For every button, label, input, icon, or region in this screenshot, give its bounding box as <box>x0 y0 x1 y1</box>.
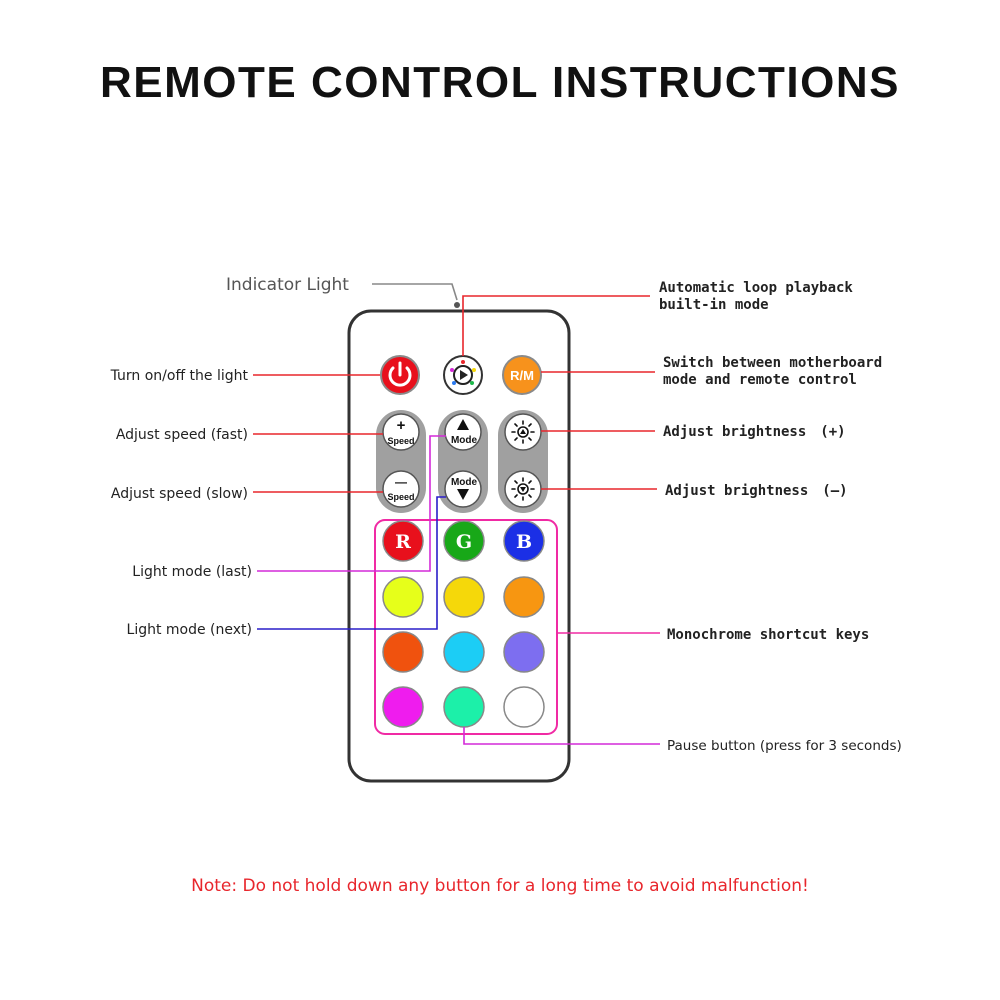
page-title: REMOTE CONTROL INSTRUCTIONS <box>100 58 900 107</box>
blue-key[interactable]: B <box>503 520 545 562</box>
pause-leader <box>463 727 660 745</box>
aqua-green-key-pause[interactable] <box>443 686 485 728</box>
cyan-key[interactable] <box>443 631 485 673</box>
mode-label: Mode <box>451 477 478 488</box>
green-key-label: G <box>456 531 472 553</box>
orange-key[interactable] <box>503 576 545 618</box>
indicator-leader <box>372 283 458 301</box>
monochrome-keys-frame <box>374 519 558 735</box>
power-label: Turn on/off the light <box>110 368 249 384</box>
rm-label-line2: mode and remote control <box>663 372 857 388</box>
speed-down-button[interactable]: — Speed <box>382 470 420 508</box>
blue-key-label: B <box>516 531 532 553</box>
warning-note: Note: Do not hold down any button for a … <box>191 876 809 896</box>
speed-slow-label: Adjust speed (slow) <box>111 486 248 502</box>
triangle-up-icon <box>457 419 469 430</box>
speed-label: Speed <box>387 436 414 446</box>
power-button[interactable] <box>380 355 420 395</box>
power-icon <box>388 361 412 387</box>
loop-play-icon <box>450 360 476 385</box>
mode-next-button[interactable]: Mode <box>444 470 482 508</box>
white-key[interactable] <box>503 686 545 728</box>
rm-label-line1: Switch between motherboard <box>663 355 882 371</box>
yellow-key[interactable] <box>443 576 485 618</box>
mode-last-leader <box>257 435 446 572</box>
rm-button-label: R/M <box>510 368 534 383</box>
red-orange-key[interactable] <box>382 631 424 673</box>
minus-symbol: — <box>395 475 407 489</box>
mode-label: Mode <box>451 435 478 446</box>
sun-up-icon <box>511 420 535 444</box>
pause-label: Pause button (press for 3 seconds) <box>667 738 902 754</box>
bright-down-label: Adjust brightness (—) <box>665 483 848 499</box>
auto-loop-leader <box>462 295 650 356</box>
violet-key[interactable] <box>503 631 545 673</box>
mode-next-label: Light mode (next) <box>127 622 252 638</box>
yellow-green-key[interactable] <box>382 576 424 618</box>
leader-lines <box>253 283 660 745</box>
auto-loop-label-line2: built-in mode <box>659 297 769 313</box>
mode-last-label: Light mode (last) <box>132 564 252 580</box>
brightness-up-button[interactable] <box>504 413 542 451</box>
bright-up-label: Adjust brightness (+) <box>663 424 846 440</box>
sun-down-icon <box>511 477 535 501</box>
mode-next-leader <box>257 496 446 630</box>
mono-label: Monochrome shortcut keys <box>667 627 869 643</box>
mode-last-button[interactable]: Mode <box>444 413 482 451</box>
speed-fast-label: Adjust speed (fast) <box>116 427 248 443</box>
auto-loop-button[interactable] <box>443 355 483 395</box>
red-key[interactable]: R <box>382 520 424 562</box>
green-key[interactable]: G <box>443 520 485 562</box>
plus-symbol: + <box>397 417 406 434</box>
color-swatch-keys <box>382 576 545 728</box>
magenta-key[interactable] <box>382 686 424 728</box>
triangle-down-icon <box>457 489 469 500</box>
indicator-light <box>454 302 460 308</box>
auto-loop-label-line1: Automatic loop playback <box>659 280 853 296</box>
speed-label: Speed <box>387 492 414 502</box>
speed-up-button[interactable]: + Speed <box>382 413 420 451</box>
indicator-label: Indicator Light <box>226 275 349 295</box>
brightness-down-button[interactable] <box>504 470 542 508</box>
red-key-label: R <box>395 531 411 553</box>
rm-button[interactable]: R/M <box>502 355 542 395</box>
